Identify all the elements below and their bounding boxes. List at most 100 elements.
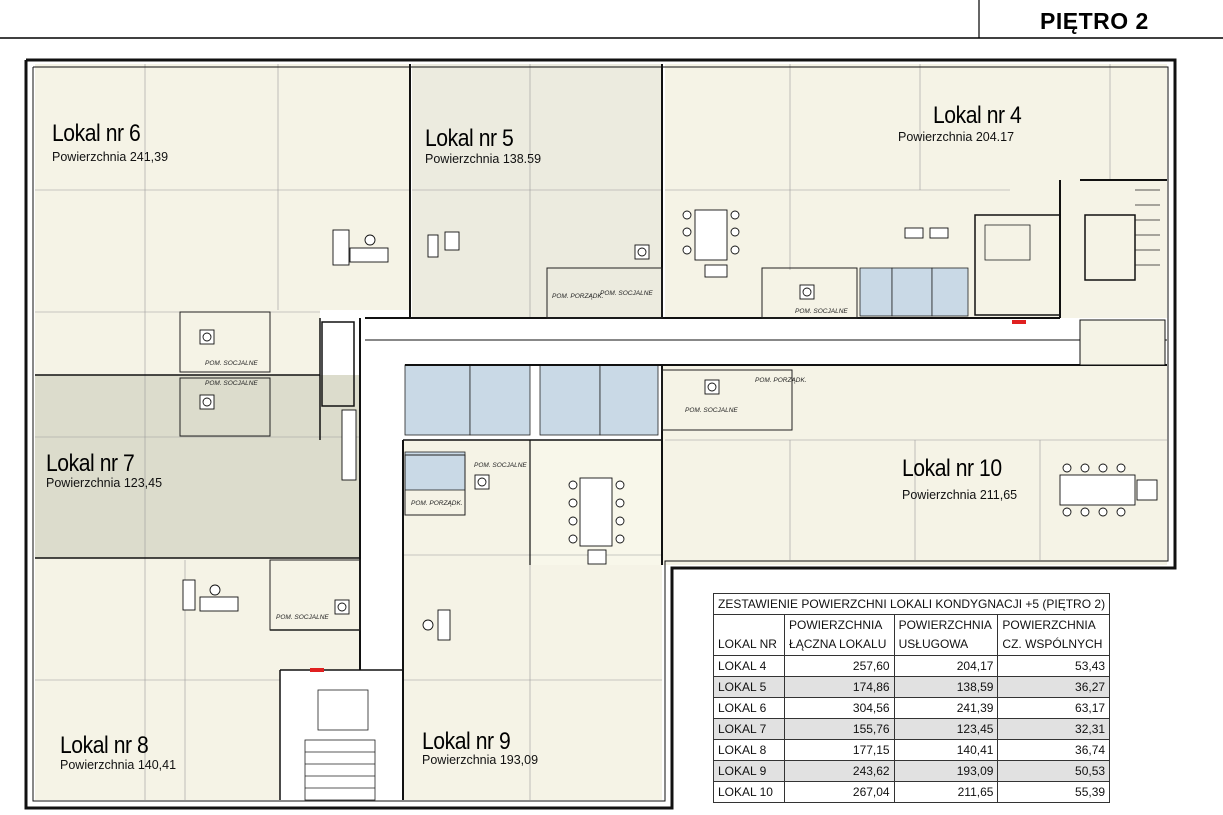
- table-row: LOKAL 7 155,76 123,45 32,31: [712, 718, 1111, 740]
- table-header-row: LOKAL NR POWIERZCHNIA ŁĄCZNA LOKALU POWIE…: [712, 614, 1111, 656]
- unit-9-lower-fill: [280, 670, 403, 800]
- cell-laczna: 257,60: [784, 655, 895, 677]
- table-row: LOKAL 6 304,56 241,39 63,17: [712, 697, 1111, 719]
- cell-lokal: LOKAL 9: [712, 760, 786, 782]
- unit-5-fill: [412, 64, 662, 318]
- header-wspolne: POWIERZCHNIA CZ. WSPÓLNYCH: [997, 614, 1111, 656]
- area-prefix: Powierzchnia: [60, 758, 135, 772]
- service-room-walls: [179, 267, 858, 631]
- unit-7-fill: [35, 375, 360, 558]
- cell-wspolne: 36,74: [997, 739, 1111, 761]
- unit-4-name: Lokal nr 4: [933, 102, 1022, 129]
- cell-wspolne: 53,43: [997, 655, 1111, 677]
- room-tag-socjalne: POM. SOCJALNE: [685, 407, 738, 414]
- unit-fills: [35, 64, 1167, 800]
- room-tag-socjalne: POM. SOCJALNE: [600, 290, 653, 297]
- cell-uslugowa: 211,65: [893, 781, 999, 803]
- unit-8-name: Lokal nr 8: [60, 732, 149, 759]
- header-line2: USŁUGOWA: [898, 637, 969, 651]
- cell-lokal: LOKAL 10: [712, 781, 786, 803]
- header-lokal-nr: LOKAL NR: [712, 614, 786, 656]
- table-row: LOKAL 9 243,62 193,09 50,53: [712, 760, 1111, 782]
- header-line1: POWIERZCHNIA: [1002, 618, 1096, 632]
- cell-uslugowa: 140,41: [893, 739, 999, 761]
- room-tag-socjalne: POM. SOCJALNE: [795, 308, 848, 315]
- cell-laczna: 174,86: [784, 676, 895, 698]
- header-line1: POWIERZCHNIA: [898, 618, 992, 632]
- header-line2: LOKAL NR: [718, 637, 777, 651]
- area-prefix: Powierzchnia: [425, 152, 500, 166]
- cell-uslugowa: 204,17: [893, 655, 999, 677]
- unit-6-lower-fill: [35, 310, 320, 375]
- unit-5-area: Powierzchnia 138.59: [425, 152, 541, 166]
- floor-title: PIĘTRO 2: [1040, 8, 1149, 34]
- unit-10-fill: [662, 365, 1167, 565]
- unit-7-area: Powierzchnia 123,45: [46, 476, 162, 490]
- table-row: LOKAL 10 267,04 211,65 55,39: [712, 781, 1111, 803]
- unit-6-area: Powierzchnia 241,39: [52, 150, 168, 164]
- room-tag-socjalne: POM. SOCJALNE: [205, 380, 258, 387]
- cell-uslugowa: 193,09: [893, 760, 999, 782]
- cell-laczna: 267,04: [784, 781, 895, 803]
- room-tag-socjalne: POM. SOCJALNE: [474, 462, 527, 469]
- area-value: 204.17: [975, 130, 1015, 144]
- unit-9-area: Powierzchnia 193,09: [422, 753, 538, 767]
- unit-4-fill: [665, 64, 1167, 318]
- cell-wspolne: 50,53: [997, 760, 1111, 782]
- area-prefix: Powierzchnia: [46, 476, 121, 490]
- cell-lokal: LOKAL 7: [712, 718, 786, 740]
- cell-uslugowa: 138,59: [893, 676, 999, 698]
- area-summary-table: ZESTAWIENIE POWIERZCHNI LOKALI KONDYGNAC…: [712, 593, 1111, 803]
- cell-lokal: LOKAL 5: [712, 676, 786, 698]
- cell-lokal: LOKAL 8: [712, 739, 786, 761]
- cell-wspolne: 32,31: [997, 718, 1111, 740]
- markers: [310, 320, 1026, 672]
- area-value: 211,65: [979, 488, 1018, 502]
- room-tag-socjalne: POM. SOCJALNE: [205, 360, 258, 367]
- table-row: LOKAL 4 257,60 204,17 53,43: [712, 655, 1111, 677]
- area-value: 193,09: [499, 753, 539, 767]
- unit-7-name: Lokal nr 7: [46, 450, 135, 477]
- unit-10-area: Powierzchnia 211,65: [902, 488, 1017, 502]
- cell-wspolne: 63,17: [997, 697, 1111, 719]
- area-value: 241,39: [129, 150, 169, 164]
- table-row: LOKAL 5 174,86 138,59 36,27: [712, 676, 1111, 698]
- structural-grid: [35, 64, 1167, 800]
- cell-lokal: LOKAL 4: [712, 655, 786, 677]
- area-value: 138.59: [502, 152, 542, 166]
- cell-lokal: LOKAL 6: [712, 697, 786, 719]
- furniture: [182, 209, 1158, 641]
- header-line2: ŁĄCZNA LOKALU: [789, 637, 887, 651]
- area-prefix: Powierzchnia: [902, 488, 977, 502]
- area-prefix: Powierzchnia: [898, 130, 973, 144]
- unit-6-fill: [35, 64, 410, 310]
- cell-uslugowa: 123,45: [893, 718, 999, 740]
- room-tag-porzadk: POM. PORZĄDK.: [411, 500, 463, 507]
- walls: [24, 58, 1177, 810]
- area-value: 140,41: [137, 758, 177, 772]
- unit-8-area: Powierzchnia 140,41: [60, 758, 176, 772]
- wet-rooms: [404, 267, 969, 491]
- header-laczna: POWIERZCHNIA ŁĄCZNA LOKALU: [784, 614, 895, 656]
- header-uslugowa: POWIERZCHNIA USŁUGOWA: [893, 614, 999, 656]
- unit-5-name: Lokal nr 5: [425, 125, 514, 152]
- cell-laczna: 155,76: [784, 718, 895, 740]
- area-value: 123,45: [123, 476, 163, 490]
- room-tag-porzadk: POM. PORZĄDK.: [552, 293, 604, 300]
- area-prefix: Powierzchnia: [52, 150, 127, 164]
- stair-core: [304, 189, 1160, 801]
- unit-6-name: Lokal nr 6: [52, 120, 141, 147]
- header-line1: POWIERZCHNIA: [789, 618, 883, 632]
- unit-10-name: Lokal nr 10: [902, 455, 1002, 482]
- area-prefix: Powierzchnia: [422, 753, 497, 767]
- table-caption: ZESTAWIENIE POWIERZCHNI LOKALI KONDYGNAC…: [712, 593, 1111, 615]
- room-tag-socjalne: POM. SOCJALNE: [276, 614, 329, 621]
- cell-laczna: 177,15: [784, 739, 895, 761]
- table-caption-row: ZESTAWIENIE POWIERZCHNI LOKALI KONDYGNAC…: [712, 593, 1111, 615]
- cell-wspolne: 55,39: [997, 781, 1111, 803]
- cell-laczna: 304,56: [784, 697, 895, 719]
- table-row: LOKAL 8 177,15 140,41 36,74: [712, 739, 1111, 761]
- header-line2: CZ. WSPÓLNYCH: [1002, 637, 1103, 651]
- header-frame: [0, 0, 1223, 39]
